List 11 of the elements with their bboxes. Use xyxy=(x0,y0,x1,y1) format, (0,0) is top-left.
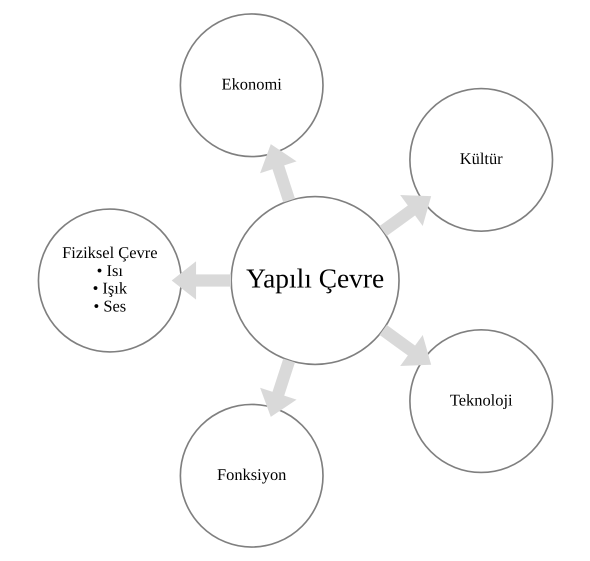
node-circle: Ekonomi xyxy=(179,13,324,158)
node-circle: Kültür xyxy=(408,88,553,232)
node-circle: Yapılı Çevre xyxy=(230,196,400,366)
arrow xyxy=(260,358,296,417)
arrow xyxy=(260,144,296,202)
node-circle: Fonksiyon xyxy=(179,404,324,548)
arrow xyxy=(379,324,431,366)
arrow xyxy=(171,261,231,300)
arrow xyxy=(379,195,431,236)
node-circle: Fiziksel Çevre • Isı • Işık • Ses xyxy=(37,208,182,353)
node-circle: Teknoloji xyxy=(408,329,553,474)
